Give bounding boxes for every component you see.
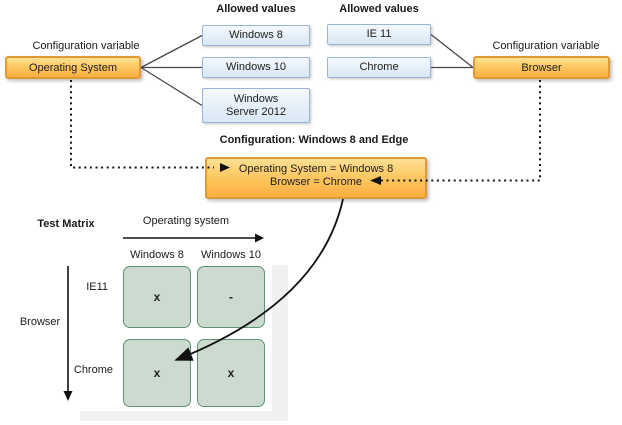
matrix-cell-ie11-windows8: x <box>123 266 191 328</box>
configuration-line-os: Operating System = Windows 8 <box>238 162 394 175</box>
browser-variable-box: Browser <box>473 56 610 79</box>
matrix-shadow-bottom <box>80 411 284 421</box>
dotted-line-os-to-config <box>70 80 214 169</box>
configuration-line-browser: Browser = Chrome <box>269 175 362 188</box>
browser-value-chrome: Chrome <box>327 57 431 78</box>
matrix-column-header-windows10: Windows 10 <box>201 249 261 261</box>
configuration-heading: Configuration: Windows 8 and Edge <box>219 134 409 146</box>
os-value-windows-server-2012: Windows Server 2012 <box>202 88 310 123</box>
os-value-windows10: Windows 10 <box>202 57 310 78</box>
line-ie11-to-browser <box>430 33 474 69</box>
os-value-windows8: Windows 8 <box>202 25 310 46</box>
matrix-y-axis-label: Browser <box>19 316 61 328</box>
matrix-shadow-right <box>272 265 288 421</box>
os-variable-box: Operating System <box>5 56 141 79</box>
matrix-cell-ie11-windows10: - <box>197 266 265 328</box>
browser-value-ie11: IE 11 <box>327 24 431 45</box>
line-os-to-windows-server <box>140 66 203 107</box>
matrix-cell-chrome-windows8: x <box>123 339 191 407</box>
y-axis-arrowhead-icon <box>63 391 73 401</box>
matrix-row-label-ie11: IE11 <box>86 281 108 293</box>
test-matrix-title: Test Matrix <box>37 218 95 230</box>
configuration-box: Operating System = Windows 8 Browser = C… <box>205 157 427 199</box>
os-variable-caption: Configuration variable <box>32 40 140 52</box>
matrix-cell-chrome-windows10: x <box>197 339 265 407</box>
matrix-column-header-windows8: Windows 8 <box>130 249 184 261</box>
browser-variable-caption: Configuration variable <box>492 40 600 52</box>
x-axis-arrowhead-icon <box>255 233 264 243</box>
browser-allowed-values-heading: Allowed values <box>339 3 419 15</box>
matrix-x-axis-label: Operating system <box>142 215 230 227</box>
os-allowed-values-heading: Allowed values <box>216 3 296 15</box>
matrix-row-label-chrome: Chrome <box>73 364 113 376</box>
